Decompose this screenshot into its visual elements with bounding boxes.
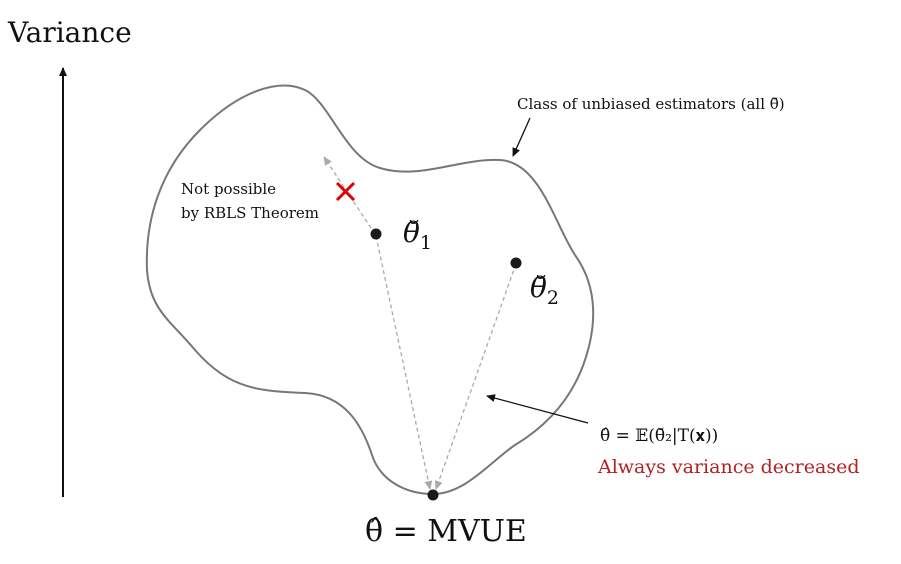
- theta2-point: [510, 257, 522, 269]
- rbls-theorem-label: by RBLS Theorem: [181, 204, 319, 222]
- theta1-label: θ̆1: [403, 216, 432, 254]
- cross-icon: [335, 181, 356, 202]
- theta1-point: [370, 228, 382, 240]
- variance-decreased-note: Always variance decreased: [597, 456, 859, 478]
- impossible-direction-arrow: [323, 156, 376, 235]
- formula-arrow: [486, 394, 589, 424]
- theta1-to-mvue-arrow: [375, 235, 433, 490]
- mvue-label: θ̂ = MVUE: [365, 514, 527, 549]
- axis-label: Variance: [7, 16, 132, 49]
- not-possible-label: Not possible: [181, 180, 276, 198]
- mvue-point: [427, 489, 439, 501]
- class-label: Class of unbiased estimators (all θ̆): [517, 95, 785, 113]
- theta2-to-mvue-arrow: [434, 263, 517, 490]
- theta2-label: θ̆2: [530, 271, 559, 309]
- estimator-class-region: [145, 84, 595, 496]
- class-label-arrow: [512, 117, 531, 157]
- rbls-formula: θ̂ = 𝔼(θ̆₂|T(𝐱)): [600, 426, 718, 446]
